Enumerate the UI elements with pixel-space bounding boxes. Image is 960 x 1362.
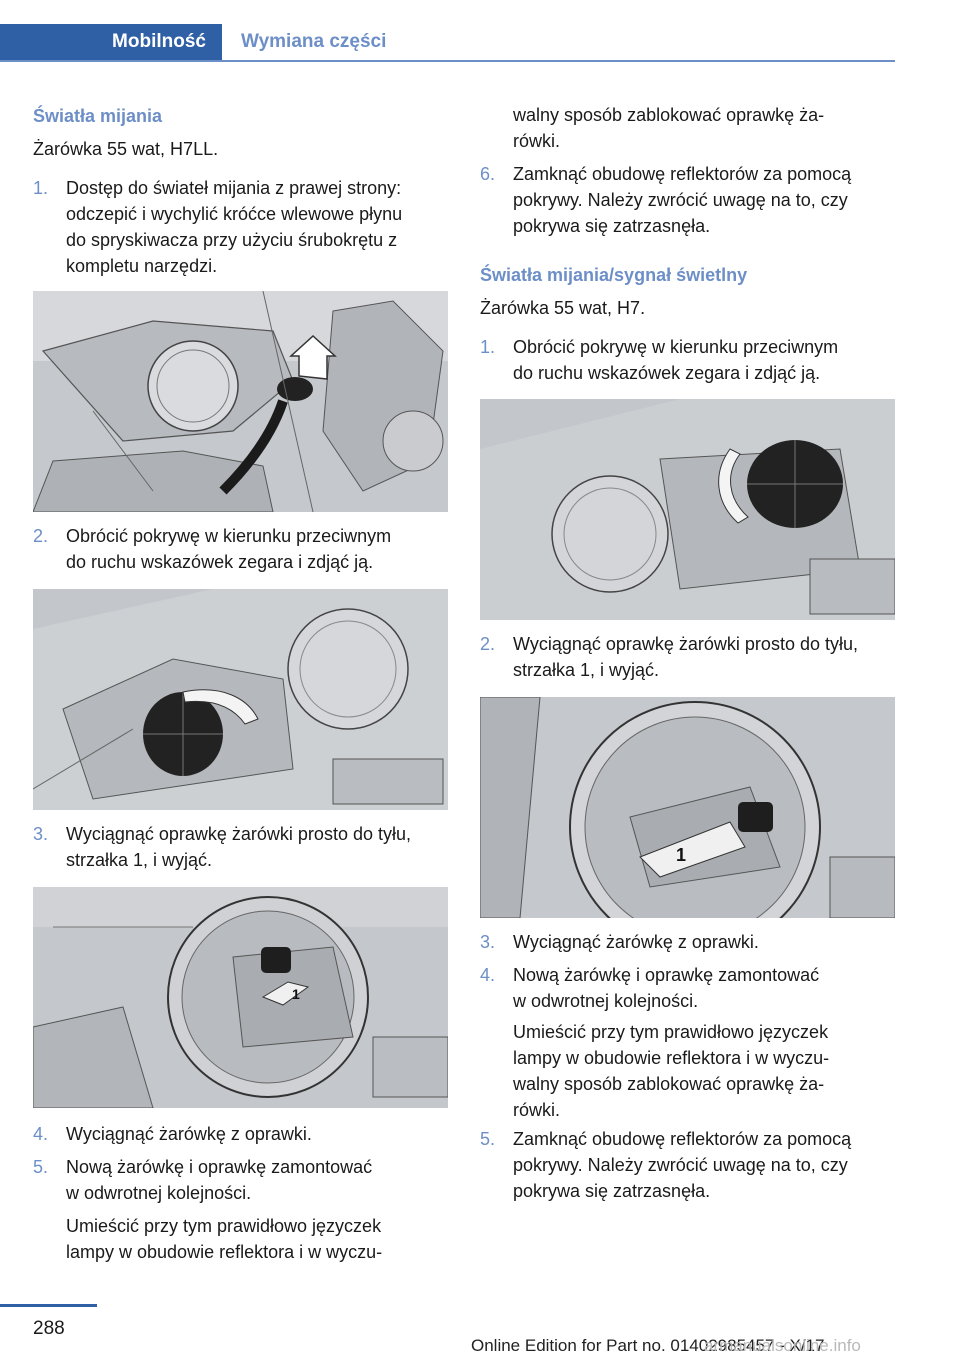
step-item: 4. Nową żarówkę i oprawkę zamontować w o…	[480, 962, 898, 1014]
step-text: Obrócić pokrywę w kierunku przeciwnym do…	[513, 337, 839, 383]
step-text: Wyciągnąć żarówkę z oprawki.	[66, 1124, 312, 1144]
step-item: 5. Zamknąć obudowę reflektorów za pomocą…	[480, 1126, 898, 1204]
step-text: Dostęp do świateł mijania z prawej stron…	[66, 178, 403, 276]
step-number: 2.	[33, 526, 49, 546]
step-number: 3.	[480, 932, 496, 952]
step-number: 2.	[480, 634, 496, 654]
figure-bulb-holder-left: 1	[33, 887, 448, 1108]
step-number: 1.	[33, 178, 49, 198]
step-number: 4.	[480, 965, 496, 985]
footer-divider	[0, 1304, 97, 1307]
step-text: Nową żarówkę i oprawkę zamontować w odwr…	[66, 1157, 373, 1203]
tab-wymiana-czesci[interactable]: Wymiana części	[241, 31, 387, 52]
arrow-label: 1	[292, 986, 300, 1002]
step-text: Wyciągnąć oprawkę żarówki prosto do tyłu…	[66, 824, 411, 870]
step-text: Zamknąć obudowę reflektorów za pomocą po…	[513, 1129, 852, 1201]
step-number: 5.	[33, 1157, 49, 1177]
step-item: 2. Obrócić pokrywę w kierunku przeciwnym…	[33, 523, 448, 575]
header-divider	[0, 60, 895, 62]
step-item: 1. Obrócić pokrywę w kierunku przeciwnym…	[480, 334, 898, 386]
step-item: 1. Dostęp do świateł mijania z prawej st…	[33, 175, 448, 279]
figure-cover-right	[480, 399, 895, 620]
step-item: 2. Wyciągnąć oprawkę żarówki prosto do t…	[480, 631, 898, 683]
arrow-label: 1	[676, 845, 686, 865]
figure-filler-neck	[33, 291, 448, 512]
step-number: 4.	[33, 1124, 49, 1144]
step-text: Nową żarówkę i oprawkę zamontować w odwr…	[513, 965, 820, 1011]
figure-bulb-holder-right: 1	[480, 697, 895, 918]
edition-note: Online Edition for Part no. 01402985457 …	[471, 1336, 825, 1355]
tab-mobilnosc[interactable]: Mobilność	[0, 24, 222, 60]
step-item: 3. Wyciągnąć oprawkę żarówki prosto do t…	[33, 821, 448, 873]
section-heading-low-beam: Światła mijania	[33, 106, 163, 126]
section-heading-flash: Światła mijania/sygnał świetlny	[480, 265, 748, 285]
step-number: 1.	[480, 337, 496, 357]
step-item: 5. Nową żarówkę i oprawkę zamontować w o…	[33, 1154, 448, 1206]
page-number: 288	[33, 1318, 65, 1339]
bulb-spec: Żarówka 55 wat, H7LL.	[33, 139, 219, 159]
step-note: Umieścić przy tym prawidłowo języczek la…	[513, 1022, 830, 1120]
step-text: Zamknąć obudowę reflektorów za pomocą po…	[513, 164, 852, 236]
chapter-header: Mobilność Wymiana części	[0, 24, 960, 62]
step-item: 4. Wyciągnąć żarówkę z oprawki.	[33, 1121, 448, 1147]
step-item: 3. Wyciągnąć żarówkę z oprawki.	[480, 929, 898, 955]
step-note-continuation: walny sposób zablokować oprawkę ża- rówk…	[513, 105, 825, 151]
watermark: armanualsonline.info	[704, 1336, 861, 1355]
figure-cover-removal	[33, 589, 448, 810]
step-text: Obrócić pokrywę w kierunku przeciwnym do…	[66, 526, 392, 572]
step-note: Umieścić przy tym prawidłowo języczek la…	[66, 1216, 383, 1262]
step-text: Wyciągnąć oprawkę żarówki prosto do tyłu…	[513, 634, 858, 680]
step-number: 3.	[33, 824, 49, 844]
step-number: 5.	[480, 1129, 496, 1149]
step-text: Wyciągnąć żarówkę z oprawki.	[513, 932, 759, 952]
step-item: 6. Zamknąć obudowę reflektorów za pomocą…	[480, 161, 898, 239]
bulb-spec: Żarówka 55 wat, H7.	[480, 298, 646, 318]
step-number: 6.	[480, 164, 496, 184]
